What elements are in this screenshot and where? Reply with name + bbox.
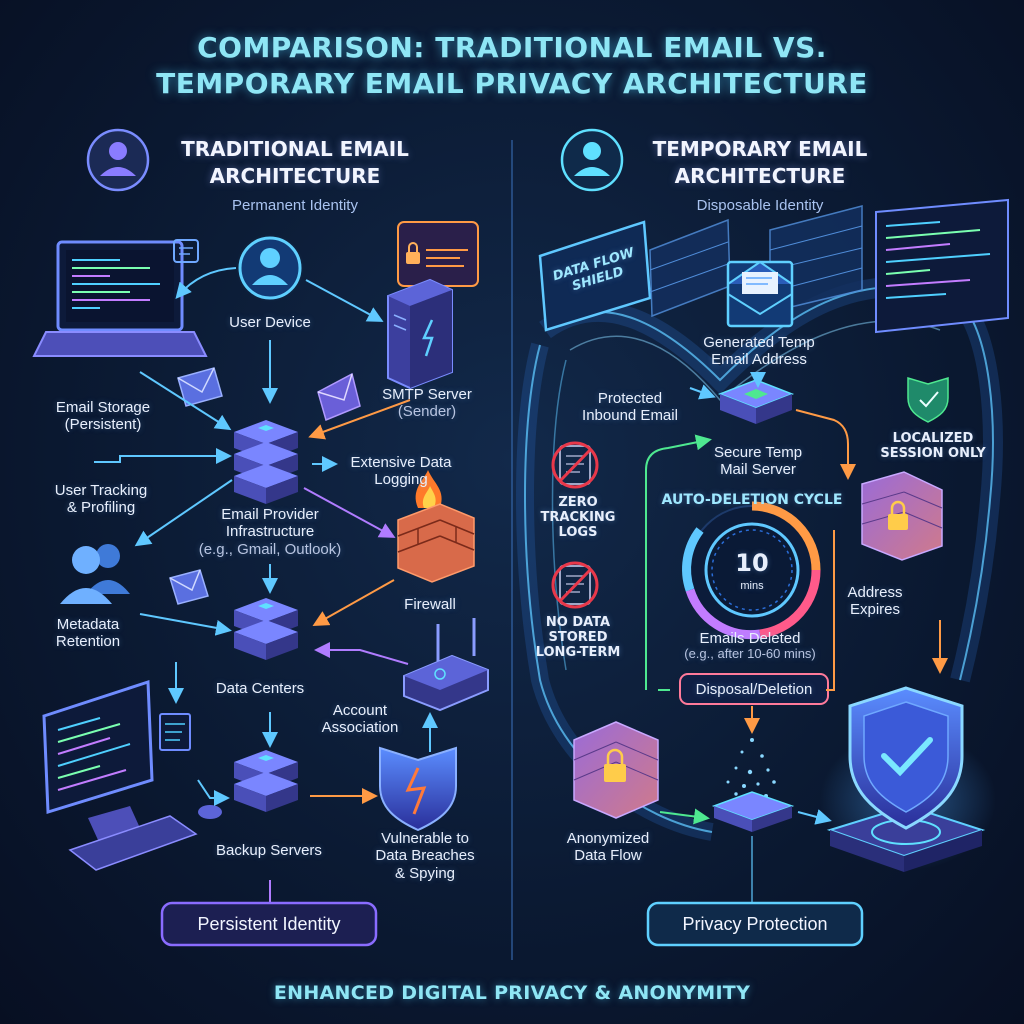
email-provider-label: Email Provider Infrastructure (e.g., Gma… — [198, 506, 342, 558]
extensive-logging-label: Extensive Data Logging — [350, 454, 452, 489]
arrow — [94, 448, 232, 464]
firewall-label: Firewall — [404, 596, 456, 613]
shield-check-icon — [907, 376, 949, 423]
arrow — [303, 487, 396, 538]
metadata-retention-label: Metadata Retention — [55, 616, 121, 651]
router-icon — [403, 618, 489, 712]
temporary-heading-line-2: ARCHITECTURE — [674, 164, 846, 188]
traditional-heading-line-1: TRADITIONAL EMAIL — [181, 137, 409, 161]
desktop-computer-icon — [42, 679, 222, 871]
localized-session-label: LOCALIZED SESSION ONLY — [880, 431, 986, 461]
privacy-protection-pill: Privacy Protection — [682, 913, 828, 934]
user-avatar-icon — [86, 128, 150, 192]
arrow — [689, 384, 716, 400]
no-data-stored-label: NO DATA STORED LONG-TERM — [535, 615, 621, 660]
traditional-subtitle: Permanent Identity — [232, 197, 358, 214]
emails-deleted-label: Emails Deleted (e.g., after 10-60 mins) — [684, 630, 816, 662]
smtp-server-icon — [387, 278, 453, 390]
locked-firewall-icon — [573, 721, 659, 819]
footer-tagline: ENHANCED DIGITAL PRIVACY & ANONYMITY — [273, 982, 751, 1004]
user-tracking-label: User Tracking & Profiling — [54, 482, 148, 517]
main-title-line-2: TEMPORARY EMAIL PRIVACY ARCHITECTURE — [156, 67, 868, 100]
lock-wall-icon — [861, 471, 943, 561]
email-storage-label: Email Storage (Persistent) — [55, 399, 151, 434]
user-group-icon — [60, 544, 130, 604]
deletion-particles — [726, 738, 776, 798]
no-tracking-icon — [551, 441, 599, 489]
smtp-server-label: SMTP Server (Sender) — [382, 386, 472, 421]
secure-temp-server-icon — [717, 379, 795, 424]
temporary-heading-line-1: TEMPORARY EMAIL — [652, 137, 868, 161]
arrow — [312, 579, 395, 626]
timer-unit: mins — [740, 580, 764, 592]
main-title-line-1: COMPARISON: TRADITIONAL EMAIL VS. — [197, 31, 827, 64]
protected-inbound-label: Protected Inbound Email — [582, 390, 678, 425]
code-screen-icon — [875, 198, 1009, 334]
arrow — [314, 642, 409, 665]
secure-temp-server-label: Secure Temp Mail Server — [713, 444, 803, 479]
arrow — [645, 434, 712, 690]
persistent-identity-pill-frame — [160, 901, 378, 947]
vulnerable-label: Vulnerable to Data Breaches & Spying — [375, 830, 475, 882]
user-device-label: User Device — [229, 314, 311, 331]
arrow — [134, 479, 233, 547]
arrow — [197, 779, 230, 806]
no-storage-icon — [551, 561, 599, 609]
arrow — [826, 530, 835, 691]
disposal-deletion-pill: Disposal/Deletion — [695, 681, 813, 698]
anonymized-device-icon — [711, 791, 795, 832]
arrow — [139, 371, 232, 431]
email-provider-server-stack-icon — [234, 420, 298, 504]
arrow — [659, 808, 710, 825]
envelope-icon — [169, 569, 209, 605]
envelope-icon — [177, 367, 223, 407]
arrow — [797, 809, 832, 825]
arrow — [139, 613, 232, 636]
anonymized-data-flow-label: Anonymized Data Flow — [566, 830, 650, 865]
privacy-protection-pill-frame — [646, 901, 864, 947]
auto-deletion-timer-icon — [682, 501, 821, 640]
traditional-heading-line-2: ARCHITECTURE — [209, 164, 381, 188]
data-flow-shield-sign — [538, 220, 652, 332]
temp-user-avatar-icon — [560, 128, 624, 192]
arrow — [305, 279, 384, 322]
account-association-label: Account Association — [321, 702, 399, 737]
locked-message-icon — [397, 221, 479, 287]
timer-value: 10 — [735, 549, 769, 577]
firewall-icon — [397, 470, 475, 583]
laptop-icon — [32, 240, 208, 357]
user-device-icon — [236, 234, 304, 302]
temporary-subtitle: Disposable Identity — [696, 197, 824, 214]
data-centers-label: Data Centers — [215, 680, 305, 697]
chat-bubble-icon — [173, 239, 199, 263]
zero-tracking-logs-label: ZERO TRACKING LOGS — [540, 495, 616, 540]
persistent-identity-pill: Persistent Identity — [197, 913, 341, 934]
address-expires-label: Address Expires — [847, 584, 903, 619]
envelope-icon — [317, 372, 361, 422]
auto-deletion-cycle-label: AUTO-DELETION CYCLE — [661, 492, 843, 508]
arrow — [175, 267, 237, 300]
generated-temp-email-label: Generated Temp Email Address — [703, 334, 815, 369]
backup-server-stack-icon — [234, 750, 298, 812]
temp-email-envelope-icon — [726, 260, 794, 328]
cracked-shield-icon — [379, 746, 457, 832]
privacy-shield-icon — [820, 686, 996, 872]
arrow — [795, 409, 856, 480]
code-panel-icon — [159, 713, 191, 751]
data-center-server-stack-icon — [234, 598, 298, 660]
arrow — [308, 399, 411, 440]
backup-servers-label: Backup Servers — [216, 842, 322, 859]
